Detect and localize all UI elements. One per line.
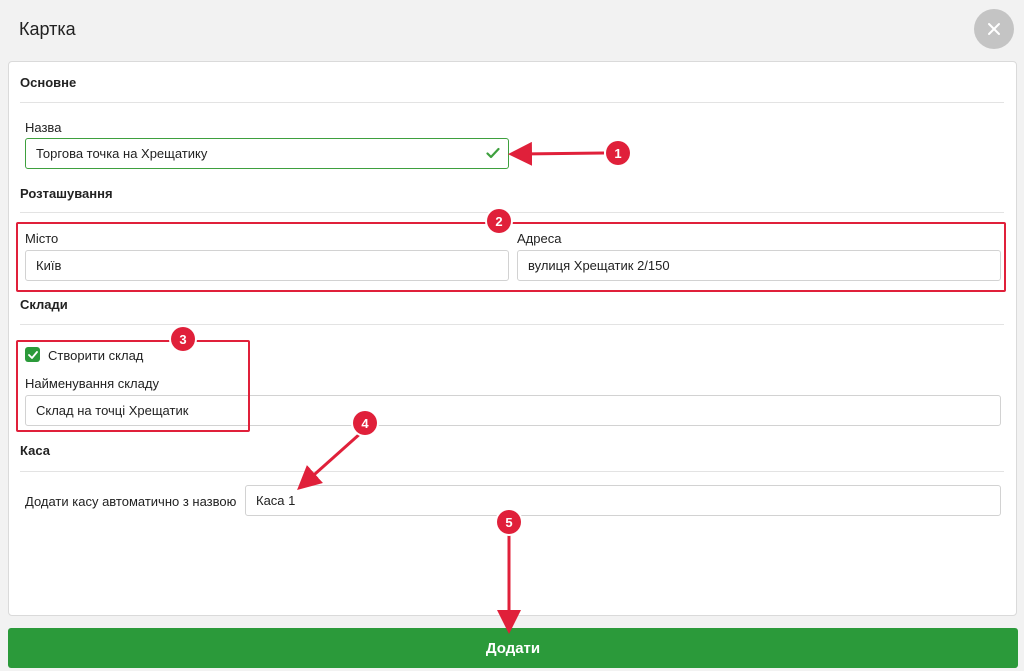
- submit-button[interactable]: Додати: [8, 628, 1018, 668]
- cash-name-input-value: Каса 1: [256, 493, 296, 508]
- close-button[interactable]: [974, 9, 1014, 49]
- warehouse-name-label: Найменування складу: [25, 376, 159, 391]
- address-label: Адреса: [517, 231, 562, 246]
- checkmark-icon: [27, 350, 38, 359]
- annotation-badge-3: 3: [171, 327, 195, 351]
- divider: [20, 471, 1004, 472]
- section-title-cash: Каса: [20, 443, 50, 458]
- cash-auto-label: Додати касу автоматично з назвою: [25, 494, 237, 509]
- annotation-badge-5: 5: [497, 510, 521, 534]
- checkmark-icon: [486, 147, 500, 159]
- cash-name-input[interactable]: Каса 1: [245, 485, 1001, 516]
- create-warehouse-checkbox[interactable]: [25, 347, 40, 362]
- annotation-box-warehouse: [16, 340, 250, 432]
- name-input[interactable]: Торгова точка на Хрещатику: [25, 138, 509, 169]
- warehouse-name-input-value: Склад на точці Хрещатик: [36, 403, 189, 418]
- annotation-badge-1: 1: [606, 141, 630, 165]
- divider: [20, 102, 1004, 103]
- city-input-value: Київ: [36, 258, 62, 273]
- divider: [20, 324, 1004, 325]
- submit-button-label: Додати: [485, 639, 541, 657]
- annotation-badge-2: 2: [487, 209, 511, 233]
- section-title-basic: Основне: [20, 75, 77, 90]
- name-input-value: Торгова точка на Хрещатику: [36, 146, 208, 161]
- name-label: Назва: [25, 120, 62, 135]
- section-title-location: Розташування: [20, 186, 113, 201]
- close-icon: [988, 23, 1000, 35]
- city-input[interactable]: Київ: [25, 250, 509, 281]
- create-warehouse-label[interactable]: Створити склад: [48, 348, 144, 363]
- modal-title: Картка: [19, 19, 76, 39]
- annotation-box-location: [16, 222, 1006, 292]
- warehouse-name-input[interactable]: Склад на точці Хрещатик: [25, 395, 1001, 426]
- annotation-badge-4: 4: [353, 411, 377, 435]
- section-title-warehouses: Склади: [20, 297, 68, 312]
- address-input-value: вулиця Хрещатик 2/150: [528, 258, 670, 273]
- address-input[interactable]: вулиця Хрещатик 2/150: [517, 250, 1001, 281]
- city-label: Місто: [25, 231, 59, 246]
- divider: [20, 212, 1004, 213]
